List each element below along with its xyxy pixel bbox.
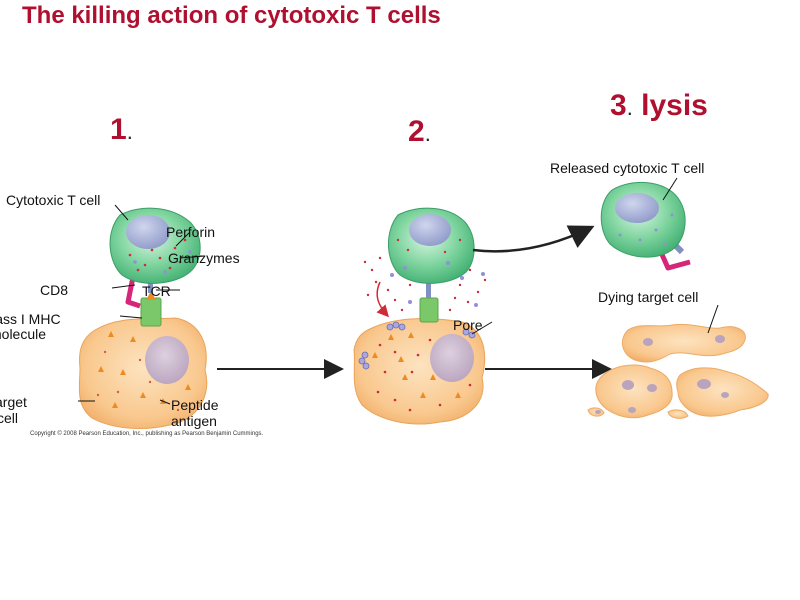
label-class-mhc-line2: molecule <box>0 326 47 342</box>
step-2-number: 2. <box>408 115 431 149</box>
label-pore: Pore <box>453 317 483 333</box>
label-perforin: Perforin <box>166 224 216 240</box>
label-peptide-line1: Peptide <box>171 397 219 413</box>
cd8-1 <box>125 271 141 309</box>
t-cell-nucleus-2 <box>409 214 451 246</box>
dying-nucleus-fragments <box>595 335 729 414</box>
step-3-dot: . <box>626 95 633 120</box>
arrow-step2-to-released <box>472 225 595 253</box>
perforin-dots-1 <box>133 250 192 274</box>
mhc-molecule-2 <box>419 297 439 323</box>
target-nucleus-1 <box>145 336 189 384</box>
label-class-mhc-line1: Class I MHC <box>0 311 61 327</box>
label-peptide-line2: antigen <box>171 413 217 429</box>
pores-2 <box>358 321 476 370</box>
slide-title: The killing action of cytotoxic T cells <box>22 2 441 29</box>
antigen-triangles-1 <box>98 331 191 408</box>
label-target-cell-line1: Target <box>0 394 27 410</box>
label-granzymes: Granzymes <box>168 250 240 266</box>
step-2-num: 2 <box>408 115 425 148</box>
panel-2 <box>353 207 612 425</box>
released-t-cell-granules <box>618 213 674 246</box>
released-perforin-2 <box>390 261 485 307</box>
step-1-dot: . <box>126 119 133 144</box>
step-1-number: 1. <box>110 113 133 147</box>
label-cytotoxic-t-cell: Cytotoxic T cell <box>6 192 101 208</box>
copyright-notice: Copyright © 2008 Pearson Education, Inc.… <box>30 431 264 437</box>
granzyme-entry-arrow <box>376 281 390 318</box>
label-target-cell-line2: cell <box>0 410 19 426</box>
dying-target-cell <box>587 323 769 419</box>
released-leader <box>662 177 678 201</box>
peptide-on-mhc-1 <box>146 291 156 300</box>
panel-3 <box>587 177 769 419</box>
label-dying-target-cell: Dying target cell <box>598 289 699 305</box>
t-cell-nucleus-1 <box>126 215 170 249</box>
target-nucleus-2 <box>430 334 474 382</box>
label-released-t-cell: Released cytotoxic T cell <box>550 160 705 176</box>
step-3-num: 3 <box>610 89 627 122</box>
step-3-heading: 3. lysis <box>610 89 708 123</box>
granules-1 <box>128 238 187 272</box>
label-cd8: CD8 <box>40 282 69 298</box>
leader-lines-1 <box>78 204 206 405</box>
step-2-dot: . <box>424 121 431 146</box>
step-3-word: lysis <box>632 89 708 122</box>
dying-leader <box>707 304 719 334</box>
panel-1 <box>78 204 344 429</box>
antigen-triangles-2 <box>372 332 461 398</box>
label-tcr: TCR <box>142 283 171 299</box>
pore-leader <box>471 321 493 335</box>
granules-target-2 <box>376 338 472 412</box>
tcr-2 <box>426 276 431 298</box>
cd8-3 <box>657 248 691 271</box>
released-granules-2 <box>363 238 487 312</box>
released-t-cell-nucleus <box>615 193 659 223</box>
tcr-1 <box>148 275 153 293</box>
target-dots-1 <box>96 350 180 412</box>
mhc-molecule-1 <box>140 297 162 327</box>
step-1-num: 1 <box>110 113 127 146</box>
